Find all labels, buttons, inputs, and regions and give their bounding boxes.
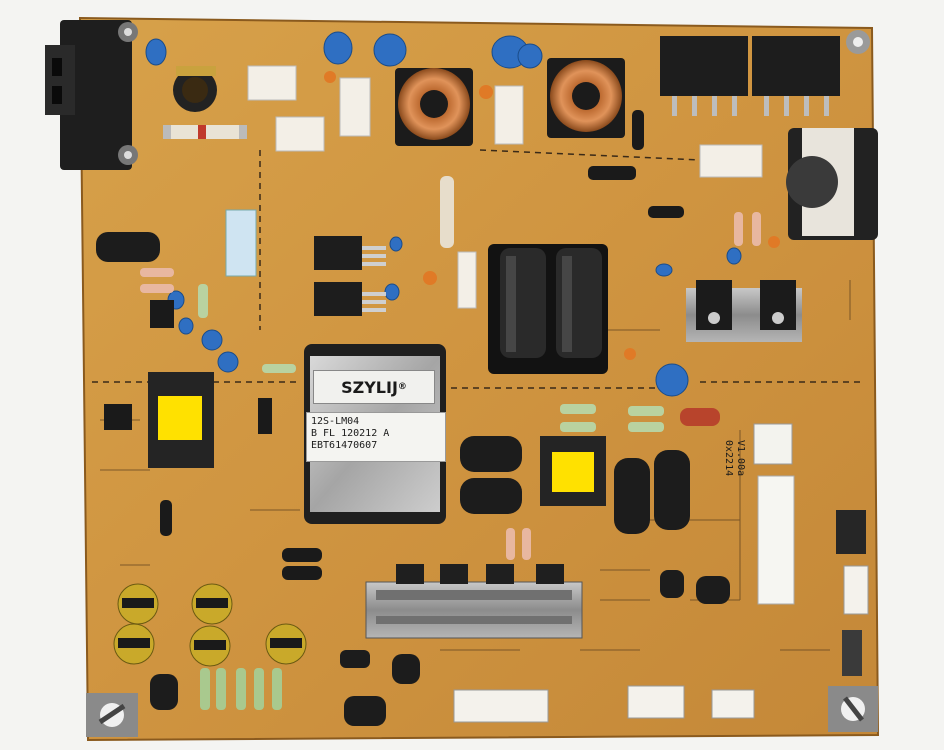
aux-transformer-left (148, 372, 214, 468)
sticker-line-model: 12S-LM04 (311, 416, 360, 427)
sticker-line-batch: B FL 120212 A (311, 428, 390, 439)
standby-transformer (786, 128, 878, 240)
bridge-rectifiers (660, 36, 840, 116)
yellow-capacitors (113, 583, 307, 667)
toroid-inductor-1 (395, 68, 473, 146)
barcode-sticker (757, 475, 795, 605)
sticker-line-part: EBT61470607 (311, 440, 378, 451)
mounting-holes (86, 30, 878, 737)
brand-label-text: SZYLIJ (341, 377, 398, 397)
version-line-1: V1.00a (735, 440, 746, 477)
pcb-substrate (78, 16, 880, 742)
silkscreen-traces (100, 280, 851, 651)
registered-mark: ® (397, 382, 407, 392)
version-line-2: 0x2214 (723, 440, 734, 477)
bulk-capacitors (488, 244, 608, 374)
version-label: V1.00a 0x2214 (722, 440, 746, 476)
version-sticker (753, 423, 793, 465)
signal-connector (836, 510, 866, 554)
jumper-pins (842, 630, 862, 676)
power-mosfets (314, 236, 362, 316)
resistors (140, 176, 761, 710)
x-capacitors (247, 65, 763, 309)
aux-transformer-center (540, 436, 606, 506)
output-connectors (453, 565, 869, 723)
mosfet-leads (362, 246, 386, 312)
regulator-heatsink (686, 280, 802, 342)
info-sticker: 12S-LM04 B FL 120212 A EBT61470607 (306, 412, 446, 462)
y-capacitors (145, 31, 742, 397)
ac-inlet-connector (45, 20, 138, 170)
fuse (163, 125, 247, 139)
orange-capacitors (324, 71, 780, 360)
output-heatsink (365, 564, 583, 639)
electrolytic-capacitors (96, 232, 730, 726)
toroid-inductor-2 (547, 58, 625, 138)
diodes (104, 110, 684, 580)
small-choke (173, 66, 217, 112)
handwritten-tag (225, 209, 257, 277)
brand-label: SZYLIJ® (313, 370, 435, 404)
